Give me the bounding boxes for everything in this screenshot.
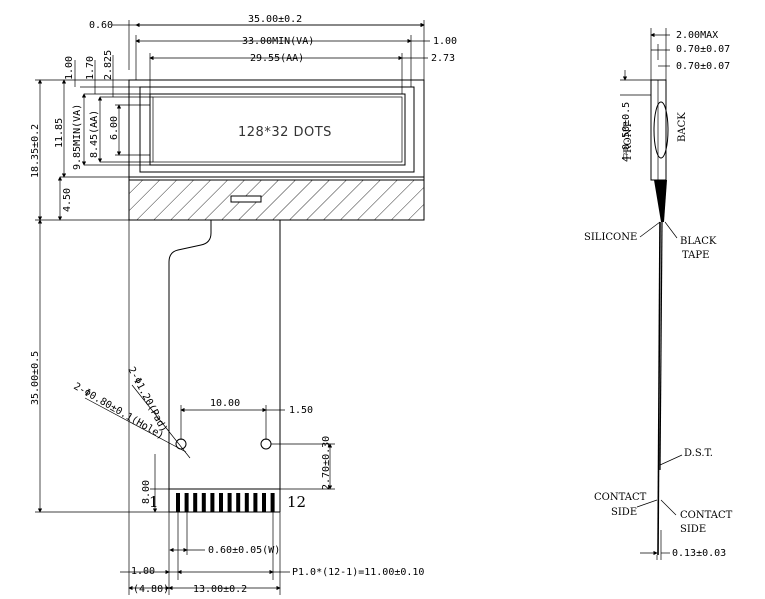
- svg-text:D.S.T.: D.S.T.: [684, 448, 713, 459]
- svg-text:4-0.50±0.5: 4-0.50±0.5: [621, 102, 632, 162]
- svg-text:11.85: 11.85: [54, 118, 65, 148]
- fpc-contact-finger: [184, 493, 189, 512]
- svg-text:8.45(AA): 8.45(AA): [89, 110, 100, 158]
- fpc-side: [657, 221, 661, 556]
- svg-text:0.60±0.05(W): 0.60±0.05(W): [208, 545, 280, 556]
- svg-text:1.00: 1.00: [64, 56, 75, 80]
- svg-text:SILICONE: SILICONE: [584, 232, 637, 243]
- svg-text:10.00: 10.00: [210, 398, 240, 409]
- lcd-text: 128*32 DOTS: [238, 125, 332, 140]
- fpc-contact-finger: [253, 493, 258, 512]
- svg-text:8.00: 8.00: [141, 480, 152, 504]
- svg-text:BLACK: BLACK: [680, 236, 717, 247]
- fpc-tail: [168, 220, 281, 490]
- svg-text:2.00MAX: 2.00MAX: [676, 30, 718, 41]
- pin-first: 1: [149, 493, 159, 511]
- side-view: FRONT BACK 2.00MAX 0.70±0.07 0.70±0.07 4…: [584, 28, 733, 560]
- pin-last: 12: [287, 493, 306, 511]
- svg-text:1.00: 1.00: [433, 36, 457, 47]
- svg-text:18.35±0.2: 18.35±0.2: [30, 124, 41, 178]
- svg-text:2.73: 2.73: [431, 53, 455, 64]
- front-glass: [653, 101, 669, 159]
- fpc-contact-finger: [262, 493, 266, 512]
- viewing-area-outer: [139, 86, 415, 173]
- active-area: [152, 96, 403, 163]
- svg-text:35.00±0.5: 35.00±0.5: [30, 351, 41, 405]
- svg-text:13.00±0.2: 13.00±0.2: [193, 584, 247, 595]
- fpc-contact-finger: [219, 493, 223, 512]
- silicone: [654, 180, 667, 222]
- fpc-contact-finger: [236, 493, 241, 512]
- svg-text:6.00: 6.00: [109, 116, 120, 140]
- svg-text:0.60: 0.60: [89, 20, 113, 31]
- svg-text:4.50: 4.50: [62, 188, 73, 212]
- svg-text:SIDE: SIDE: [611, 507, 637, 518]
- fpc-contacts: [176, 493, 275, 512]
- svg-text:FRONT: FRONT: [623, 122, 634, 160]
- svg-text:SIDE: SIDE: [680, 524, 706, 535]
- viewing-area: [149, 93, 406, 166]
- fpc-contact-finger: [270, 493, 275, 512]
- svg-text:BACK: BACK: [677, 112, 688, 142]
- svg-text:(4.80): (4.80): [133, 584, 169, 595]
- svg-text:1.00: 1.00: [131, 566, 155, 577]
- svg-text:33.00MIN(VA): 33.00MIN(VA): [242, 36, 314, 47]
- fpc-contact-finger: [244, 493, 249, 512]
- svg-text:P1.0*(12-1)=11.00±0.10: P1.0*(12-1)=11.00±0.10: [292, 567, 424, 578]
- fpc-contact-finger: [210, 493, 215, 512]
- fpc-contact-finger: [201, 493, 206, 512]
- side-panel: [650, 79, 667, 181]
- svg-text:9.85MIN(VA): 9.85MIN(VA): [72, 104, 83, 170]
- svg-text:29.55(AA): 29.55(AA): [250, 53, 304, 64]
- fpc-contact-finger: [227, 493, 232, 512]
- svg-text:0.70±0.07: 0.70±0.07: [676, 61, 730, 72]
- svg-text:CONTACT: CONTACT: [594, 492, 647, 503]
- svg-text:2.70±0.30: 2.70±0.30: [321, 436, 332, 490]
- svg-text:CONTACT: CONTACT: [680, 510, 733, 521]
- svg-text:1.50: 1.50: [289, 405, 313, 416]
- fpc-contact-finger: [193, 493, 198, 512]
- svg-text:0.70±0.07: 0.70±0.07: [676, 44, 730, 55]
- black-tape-region: [128, 179, 425, 221]
- connector-slot: [230, 195, 262, 203]
- fpc-contact-finger: [176, 493, 180, 512]
- svg-text:1.70: 1.70: [85, 56, 96, 80]
- svg-text:0.13±0.03: 0.13±0.03: [672, 548, 726, 559]
- svg-text:TAPE: TAPE: [682, 250, 709, 261]
- svg-text:35.00±0.2: 35.00±0.2: [248, 14, 302, 25]
- front-view: 128*32 DOTS 1 12 0.60 35.00±0.2 33.00MIN…: [30, 14, 457, 595]
- pad-hole-right: [260, 438, 272, 450]
- svg-text:2.825: 2.825: [103, 50, 114, 80]
